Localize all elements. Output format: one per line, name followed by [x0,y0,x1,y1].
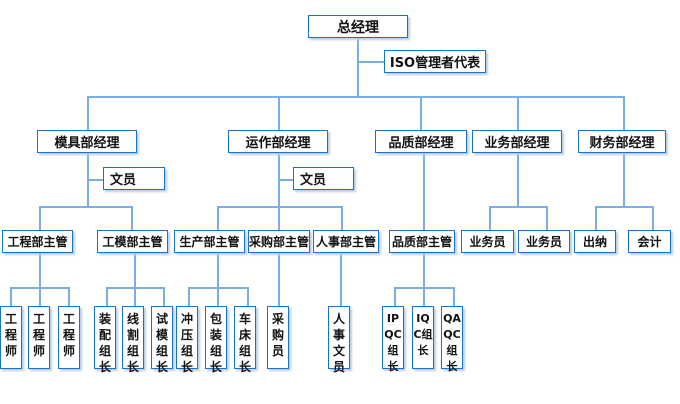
connector [423,253,425,306]
connector [623,153,625,207]
connector [278,96,280,130]
node-cashier[interactable]: 出纳 [574,230,616,253]
node-hr-clerk[interactable]: 人事文员 [328,306,350,374]
connector [517,153,519,207]
node-quality-manager[interactable]: 品质部经理 [375,130,467,153]
connector [106,287,108,306]
node-trial-mold-leader[interactable]: 试模组长 [151,306,173,374]
node-sales-manager[interactable]: 业务部经理 [472,130,562,153]
node-stamping-leader[interactable]: 冲压组长 [176,306,198,374]
node-finance-manager[interactable]: 财务部经理 [578,130,666,153]
connector [87,179,103,181]
node-qaqc-leader[interactable]: QAQC组长 [441,306,463,373]
node-iqc-leader[interactable]: IQC组长 [412,306,434,369]
connector [217,206,342,208]
node-wirecut-leader[interactable]: 线割组长 [122,306,144,374]
node-quality-supervisor[interactable]: 品质部主管 [389,230,455,253]
connector [595,206,653,208]
connector [357,61,384,63]
connector [217,253,219,306]
node-salesperson[interactable]: 业务员 [461,230,514,253]
node-engineer[interactable]: 工程师 [58,306,80,369]
connector [423,153,425,230]
connector [652,206,654,230]
connector [341,206,343,230]
connector [517,96,519,130]
connector [394,287,454,289]
node-clerk-operations[interactable]: 文员 [293,167,354,190]
node-engineer[interactable]: 工程师 [0,306,22,369]
node-production-supervisor[interactable]: 生产部主管 [174,230,245,253]
node-operations-manager[interactable]: 运作部经理 [228,130,328,153]
connector [278,253,280,306]
node-purchasing-supervisor[interactable]: 采购部主管 [248,230,310,253]
node-tooling-supervisor[interactable]: 工模部主管 [97,230,168,253]
node-salesperson[interactable]: 业务员 [518,230,570,253]
connector [134,253,136,306]
node-engineer[interactable]: 工程师 [28,306,50,369]
node-ipqc-leader[interactable]: IPQC组长 [382,306,404,373]
connector [163,287,165,306]
connector [247,287,249,306]
node-general-manager[interactable]: 总经理 [308,15,408,38]
connector [87,96,89,130]
connector [68,287,70,306]
connector [453,287,455,306]
connector [278,153,280,230]
connector [546,206,548,230]
connector [39,206,132,208]
connector [394,287,396,306]
connector [131,206,133,230]
connector [489,206,491,230]
connector [188,287,248,289]
node-lathe-leader[interactable]: 车床组长 [234,306,256,374]
connector [340,253,342,306]
connector [188,287,190,306]
connector [10,287,12,306]
connector [39,253,41,306]
connector [595,206,597,230]
connector [278,179,294,181]
node-assembly-leader[interactable]: 装配组长 [94,306,116,374]
node-purchaser[interactable]: 采购员 [267,306,289,369]
connector [39,206,41,230]
node-mold-manager[interactable]: 模具部经理 [37,130,137,153]
connector [106,287,164,289]
node-iso-representative[interactable]: ISO管理者代表 [384,50,486,73]
node-engineering-supervisor[interactable]: 工程部主管 [2,230,73,253]
node-hr-supervisor[interactable]: 人事部主管 [313,230,379,253]
node-accountant[interactable]: 会计 [628,230,671,253]
connector [87,96,624,98]
connector [420,96,422,130]
node-clerk-mold[interactable]: 文员 [103,167,165,190]
node-packaging-leader[interactable]: 包装组长 [205,306,227,374]
connector [623,96,625,130]
connector [10,287,69,289]
connector [357,38,359,98]
connector [489,206,547,208]
connector [217,206,219,230]
